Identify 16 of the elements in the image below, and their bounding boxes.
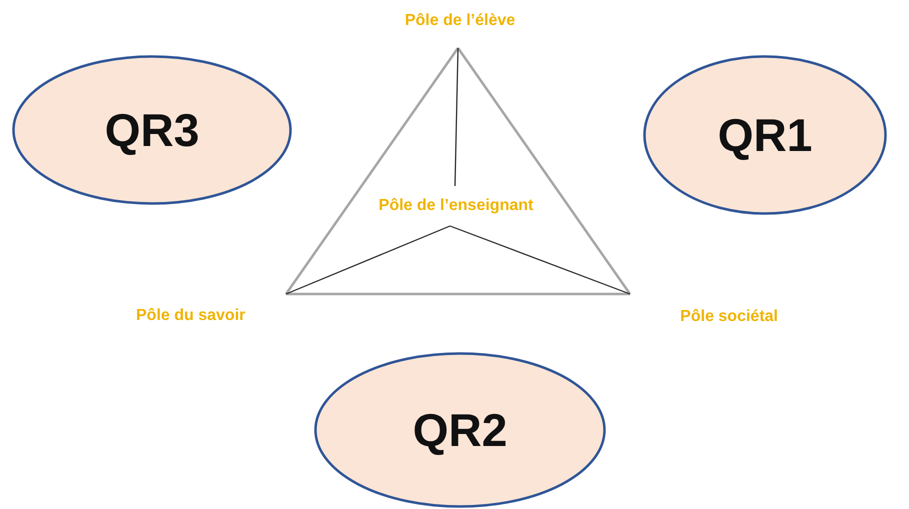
ellipse-shape — [643, 55, 887, 215]
connector-line — [454, 48, 459, 186]
connector-line — [286, 292, 630, 296]
node-label: QR1 — [718, 108, 812, 162]
pole-label: Pôle de l’élève — [390, 12, 530, 48]
connector-line — [284, 47, 460, 295]
node-label: QR3 — [104, 103, 200, 157]
connector-line — [456, 47, 632, 295]
ellipse-shape — [12, 55, 292, 205]
pole-label: Pôle du savoir — [134, 289, 290, 325]
connector-line — [286, 225, 450, 295]
ellipse-shape — [314, 352, 606, 508]
pole-label: Pôle sociétal — [630, 294, 780, 326]
node-label: QR2 — [412, 403, 508, 457]
pole-label: Pôle de l’enseignant — [355, 186, 557, 226]
connector-line — [450, 225, 630, 295]
